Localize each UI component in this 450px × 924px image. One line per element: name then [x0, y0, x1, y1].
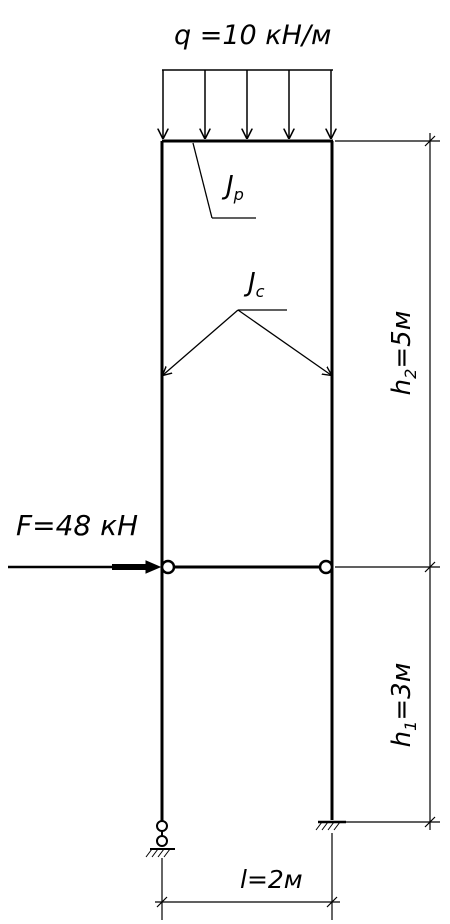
left-pin-support: [145, 820, 175, 858]
frame-members: [160, 139, 334, 822]
height-dimensions: [335, 133, 440, 830]
force-arrow: [8, 560, 162, 574]
beam-inertia-label: Jр: [226, 171, 244, 204]
distributed-load-label: q =10 кН/м: [174, 20, 332, 51]
column-inertia-label: Jс: [248, 268, 265, 301]
point-force-label: F=48 кН: [16, 509, 139, 542]
left-hinge: [160, 559, 176, 575]
lower-height-label: h1=3м: [387, 662, 420, 748]
span-label: l=2м: [240, 865, 303, 894]
column-inertia-leader: [163, 309, 331, 375]
right-hinge: [318, 559, 334, 575]
upper-height-label: h2=5м: [387, 310, 420, 396]
right-fixed-support: [315, 820, 346, 831]
distributed-load: [162, 69, 333, 138]
beam-inertia-leader: [192, 142, 256, 219]
span-dimension: [155, 833, 340, 920]
